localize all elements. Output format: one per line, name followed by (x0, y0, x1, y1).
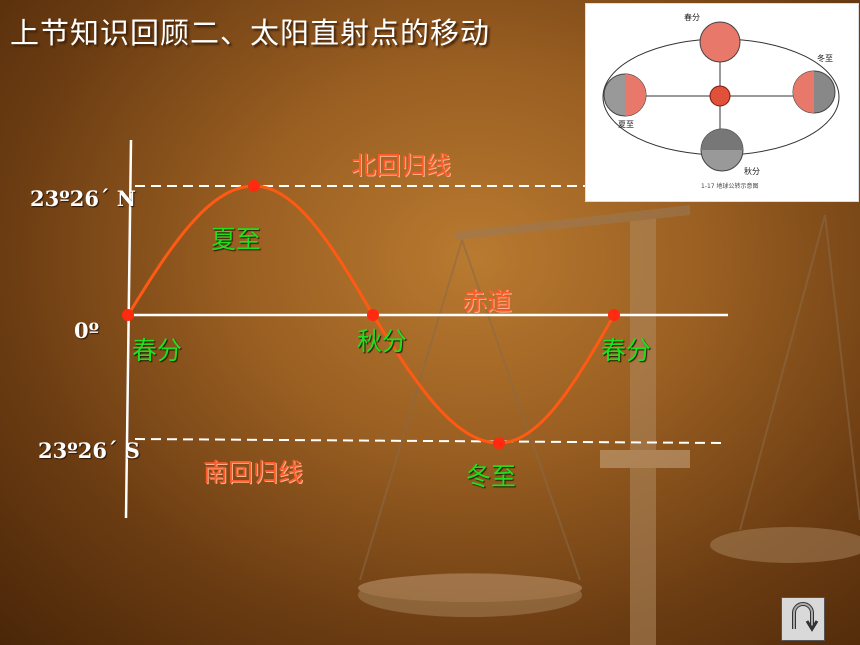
subsolar-point-4 (608, 309, 620, 321)
north-lat-label: 23º26´ N (30, 186, 136, 211)
return-icon (792, 602, 819, 632)
earth-spring (699, 21, 741, 63)
subsolar-curve (122, 180, 620, 449)
svg-text:冬至: 冬至 (817, 53, 833, 63)
page-title: 上节知识回顾二、太阳直射点的移动 (10, 16, 491, 50)
svg-text:春分: 春分 (684, 12, 700, 22)
subsolar-point-3 (493, 437, 505, 449)
season-label-spring-1: 春分 (132, 336, 183, 365)
subsolar-point-2 (367, 309, 379, 321)
revolution-inset-diagram: 春分 夏至 冬至 秋分 1-17 地球公转示意图 (585, 3, 859, 202)
orbit-diagram: 春分 夏至 冬至 秋分 1-17 地球公转示意图 (602, 12, 840, 190)
latitude-axis (124, 139, 133, 519)
equator-lat-label: 0º (74, 318, 100, 343)
subsolar-point-0 (122, 309, 134, 321)
subsolar-point-1 (248, 180, 260, 192)
season-label-summer: 夏至 (211, 225, 262, 254)
equator-label: 赤道 (462, 287, 513, 316)
tropic-south-label: 南回归线 (203, 458, 304, 487)
svg-text:秋分: 秋分 (744, 166, 760, 176)
svg-text:1-17 地球公转示意图: 1-17 地球公转示意图 (701, 182, 759, 190)
season-label-spring-2: 春分 (601, 336, 652, 365)
season-label-autumn: 秋分 (357, 327, 408, 356)
tropic-south-line (134, 438, 723, 444)
south-lat-label: 23º26´ S (38, 438, 140, 463)
sun-icon (709, 85, 731, 107)
return-button[interactable] (781, 597, 825, 641)
tropic-north-label: 北回归线 (351, 151, 452, 180)
svg-text:夏至: 夏至 (618, 120, 634, 129)
season-label-winter: 冬至 (466, 462, 517, 491)
